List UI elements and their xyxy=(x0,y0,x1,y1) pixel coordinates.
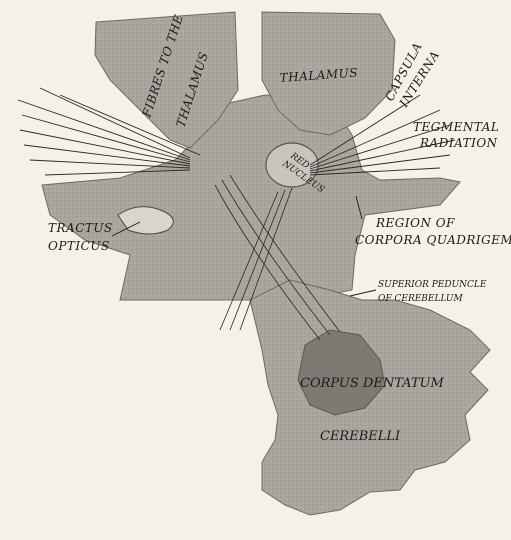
label-cerebelli: CEREBELLI xyxy=(320,429,401,444)
label-radiation: RADIATION xyxy=(419,136,498,150)
tegmentum-shape xyxy=(42,95,460,300)
label-corpus-dentatum: CORPUS DENTATUM xyxy=(300,376,444,391)
label-superior-peduncle: SUPERIOR PEDUNCLE xyxy=(378,280,487,290)
label-opticus: OPTICUS xyxy=(48,239,110,253)
label-corpora-quadrigemina: CORPORA QUADRIGEM xyxy=(355,233,511,247)
label-tegmental: TEGMENTAL xyxy=(413,120,499,134)
label-of-cerebellum: OF CEREBELLUM xyxy=(378,294,464,304)
label-region-of: REGION OF xyxy=(375,216,455,230)
label-tractus: TRACTUS xyxy=(48,221,113,235)
